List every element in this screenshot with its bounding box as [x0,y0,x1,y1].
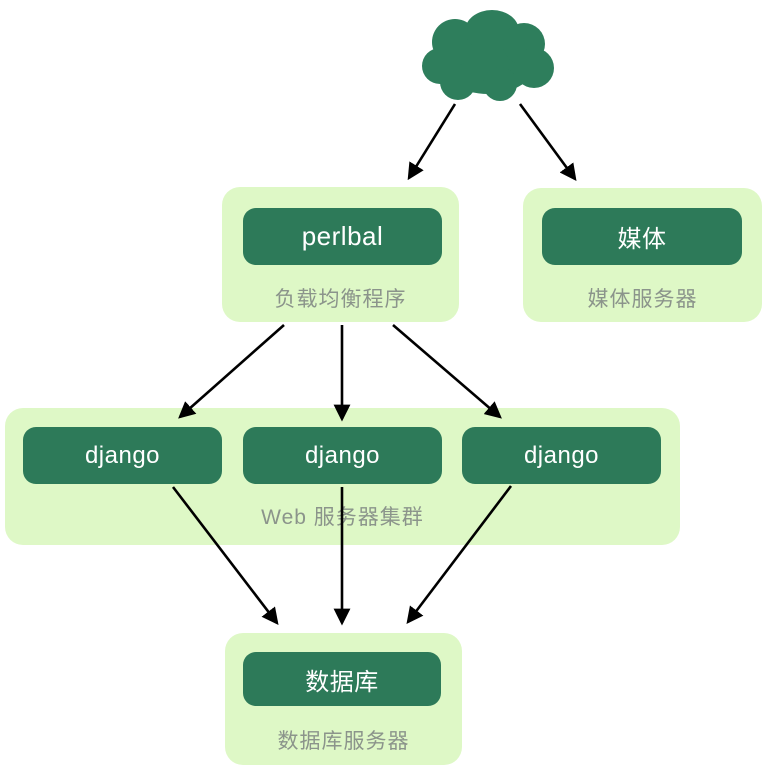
web-cluster-caption: Web 服务器集群 [261,506,424,529]
load-balancer-caption: 负载均衡程序 [274,288,407,311]
media-node: 媒体 [542,208,742,265]
web-server-cluster-group: django django django Web 服务器集群 [5,408,680,545]
edge-perlbal-django1 [178,324,285,419]
django-node-3: django [462,427,661,484]
perlbal-node: perlbal [243,208,442,265]
load-balancer-group: perlbal 负载均衡程序 [222,187,459,322]
edge-cloud-media [518,103,577,182]
media-server-caption: 媒体服务器 [587,288,698,311]
database-node: 数据库 [243,652,441,706]
edge-cloud-perlbal [407,103,457,181]
database-server-group: 数据库 数据库服务器 [225,633,462,765]
django-node-2: django [243,427,442,484]
edge-perlbal-django3 [392,324,502,419]
database-server-caption: 数据库服务器 [277,730,410,753]
cloud-icon [422,10,554,101]
django-node-1: django [23,427,222,484]
media-server-group: 媒体 媒体服务器 [523,188,762,322]
